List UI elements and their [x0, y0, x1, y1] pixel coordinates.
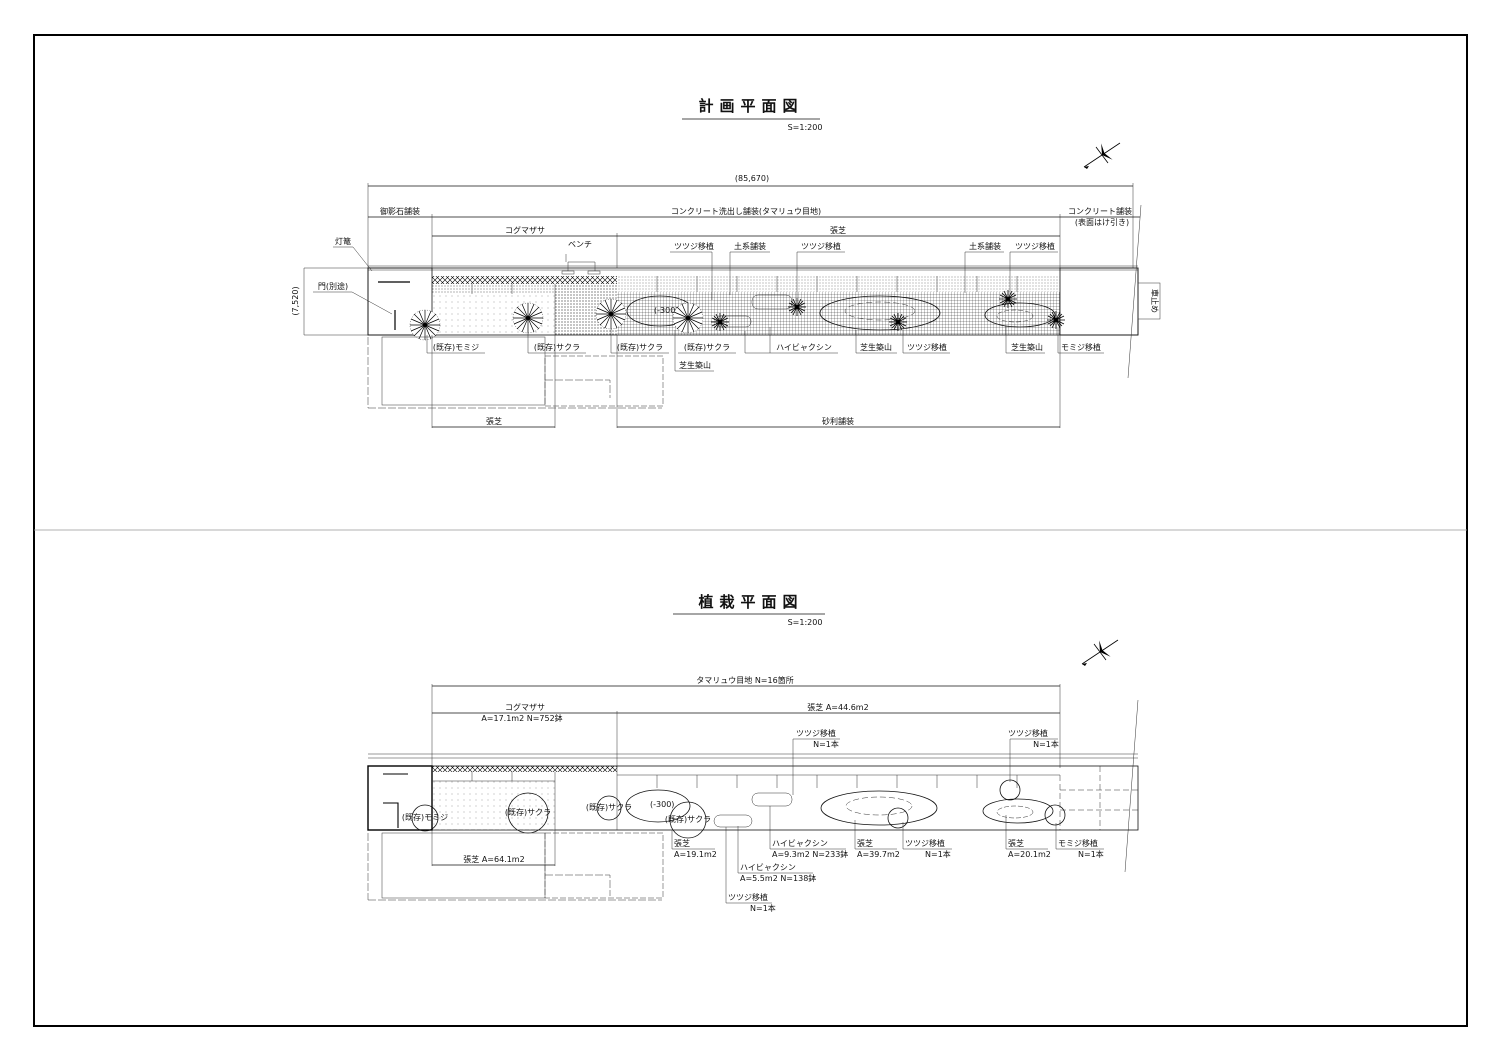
label-azalea-count: N=1本 — [750, 903, 776, 913]
label-cherry: (既存)サクラ — [684, 342, 730, 352]
label-turf: 張芝 — [674, 838, 690, 848]
label-maple-move: モミジ移植 — [1061, 342, 1101, 352]
juniper-bed — [751, 792, 793, 807]
tree-circle — [411, 804, 439, 832]
label-azalea-count: N=1本 — [1033, 739, 1059, 749]
label-turf: 張芝 — [1008, 838, 1024, 848]
label-mound: 芝生築山 — [679, 360, 711, 370]
tree-label: (既存)モミジ — [402, 812, 448, 822]
label-koguma: コグマザサ — [505, 225, 545, 235]
label-azalea: ツツジ移植 — [907, 342, 947, 352]
tree-icon — [595, 298, 627, 330]
label-granite: 御影石舗装 — [380, 206, 420, 216]
label-turf-main: 張芝 A=44.6m2 — [807, 702, 868, 712]
sheet-border — [33, 34, 1468, 1027]
label-concrete: コンクリート舗装 — [1068, 206, 1132, 216]
mound — [819, 295, 941, 331]
label-soil-1: 土系舗装 — [734, 241, 766, 251]
label-bollard: 車止め — [1150, 289, 1160, 313]
label-maple-existing: (既存)モミジ — [433, 342, 479, 352]
tree-icon — [672, 302, 704, 334]
tree-icon — [409, 309, 441, 341]
juniper-bed — [713, 814, 753, 828]
label-turf-area: A=39.7m2 — [857, 850, 900, 859]
label-juniper: ハイビャクシン — [776, 343, 832, 352]
planting-callouts: 張芝 A=19.1m2 ハイビャクシン A=9.3m2 N=233鉢 張芝 A=… — [671, 806, 1104, 913]
mound-level: (-300) — [654, 306, 678, 315]
label-koguma: コグマザサ — [505, 702, 545, 712]
tree-label: (既存)サクラ — [665, 814, 711, 824]
label-azalea: ツツジ移植 — [796, 728, 836, 738]
label-azalea-count: N=1本 — [813, 739, 839, 749]
label-gate: 門(別途) — [318, 281, 348, 291]
dim-width: (7,520) — [291, 286, 300, 315]
label-azalea-3: ツツジ移植 — [1015, 241, 1055, 251]
label-lantern: 灯篭 — [335, 236, 351, 246]
label-bench: ベンチ — [568, 240, 592, 249]
label-azalea: ツツジ移植 — [728, 892, 768, 902]
plan-scale: S=1:200 — [788, 123, 823, 132]
label-concrete-note: (表面はけ引き) — [1075, 217, 1129, 227]
juniper-bed — [715, 315, 752, 328]
tree-circle — [669, 801, 707, 839]
label-koguma-qty: A=17.1m2 N=752鉢 — [481, 713, 562, 723]
north-arrow-icon — [1083, 142, 1121, 170]
label-turf-left: 張芝 A=64.1m2 — [463, 854, 524, 864]
label-turf-area: A=20.1m2 — [1008, 850, 1051, 859]
bottom-callouts: (既存)モミジ (既存)サクラ (既存)サクラ (既存)サクラ 芝生築山 ハイビ… — [426, 326, 1104, 372]
label-cherry: (既存)サクラ — [617, 342, 663, 352]
label-mound: 芝生築山 — [1011, 342, 1043, 352]
plan-title: 計画平面図 — [698, 97, 803, 115]
dim-total: (85,670) — [735, 174, 769, 183]
mound-level: (-300) — [650, 800, 674, 809]
planting-title: 植栽平面図 — [698, 593, 803, 611]
plan-view: 計画平面図 S=1:200 (85,670) 御影石舗装 コンクリート洗出し舗装… — [291, 97, 1161, 428]
label-azalea-2: ツツジ移植 — [801, 241, 841, 251]
label-azalea-1: ツツジ移植 — [674, 241, 714, 251]
label-cherry: (既存)サクラ — [534, 342, 580, 352]
planting-scale: S=1:200 — [788, 618, 823, 627]
label-maple-move: モミジ移植 — [1058, 838, 1098, 848]
north-arrow-icon — [1081, 639, 1119, 667]
label-juniper: ハイビャクシン — [740, 863, 796, 872]
tree-label: (既存)サクラ — [586, 802, 632, 812]
planting-view: 植栽平面図 S=1:200 タマリュウ目地 N=16箇所 コグマザサ A=17.… — [367, 593, 1139, 913]
label-soil-2: 土系舗装 — [969, 241, 1001, 251]
label-maple-count: N=1本 — [1078, 849, 1104, 859]
tree-label: (既存)サクラ — [505, 807, 551, 817]
label-turf: 張芝 — [857, 838, 873, 848]
concrete-paving — [1059, 267, 1139, 336]
mound — [984, 302, 1056, 328]
label-tamaryu: タマリュウ目地 N=16箇所 — [696, 675, 793, 685]
label-turf-top: 張芝 — [830, 225, 846, 235]
label-azalea: ツツジ移植 — [1008, 728, 1048, 738]
label-juniper-qty: A=9.3m2 N=233鉢 — [772, 849, 848, 859]
tree-circle — [596, 795, 622, 821]
label-mound: 芝生築山 — [860, 342, 892, 352]
label-gravel-dim: 砂利舗装 — [822, 416, 854, 426]
label-turf-dim: 張芝 — [486, 416, 502, 426]
label-juniper-qty: A=5.5m2 N=138鉢 — [740, 873, 816, 883]
label-turf-area: A=19.1m2 — [674, 850, 717, 859]
label-juniper: ハイビャクシン — [772, 839, 828, 848]
label-azalea-count: N=1本 — [925, 849, 951, 859]
label-azalea: ツツジ移植 — [905, 838, 945, 848]
tree-icon — [512, 302, 544, 334]
label-concrete-wash: コンクリート洗出し舗装(タマリュウ目地) — [671, 206, 821, 216]
